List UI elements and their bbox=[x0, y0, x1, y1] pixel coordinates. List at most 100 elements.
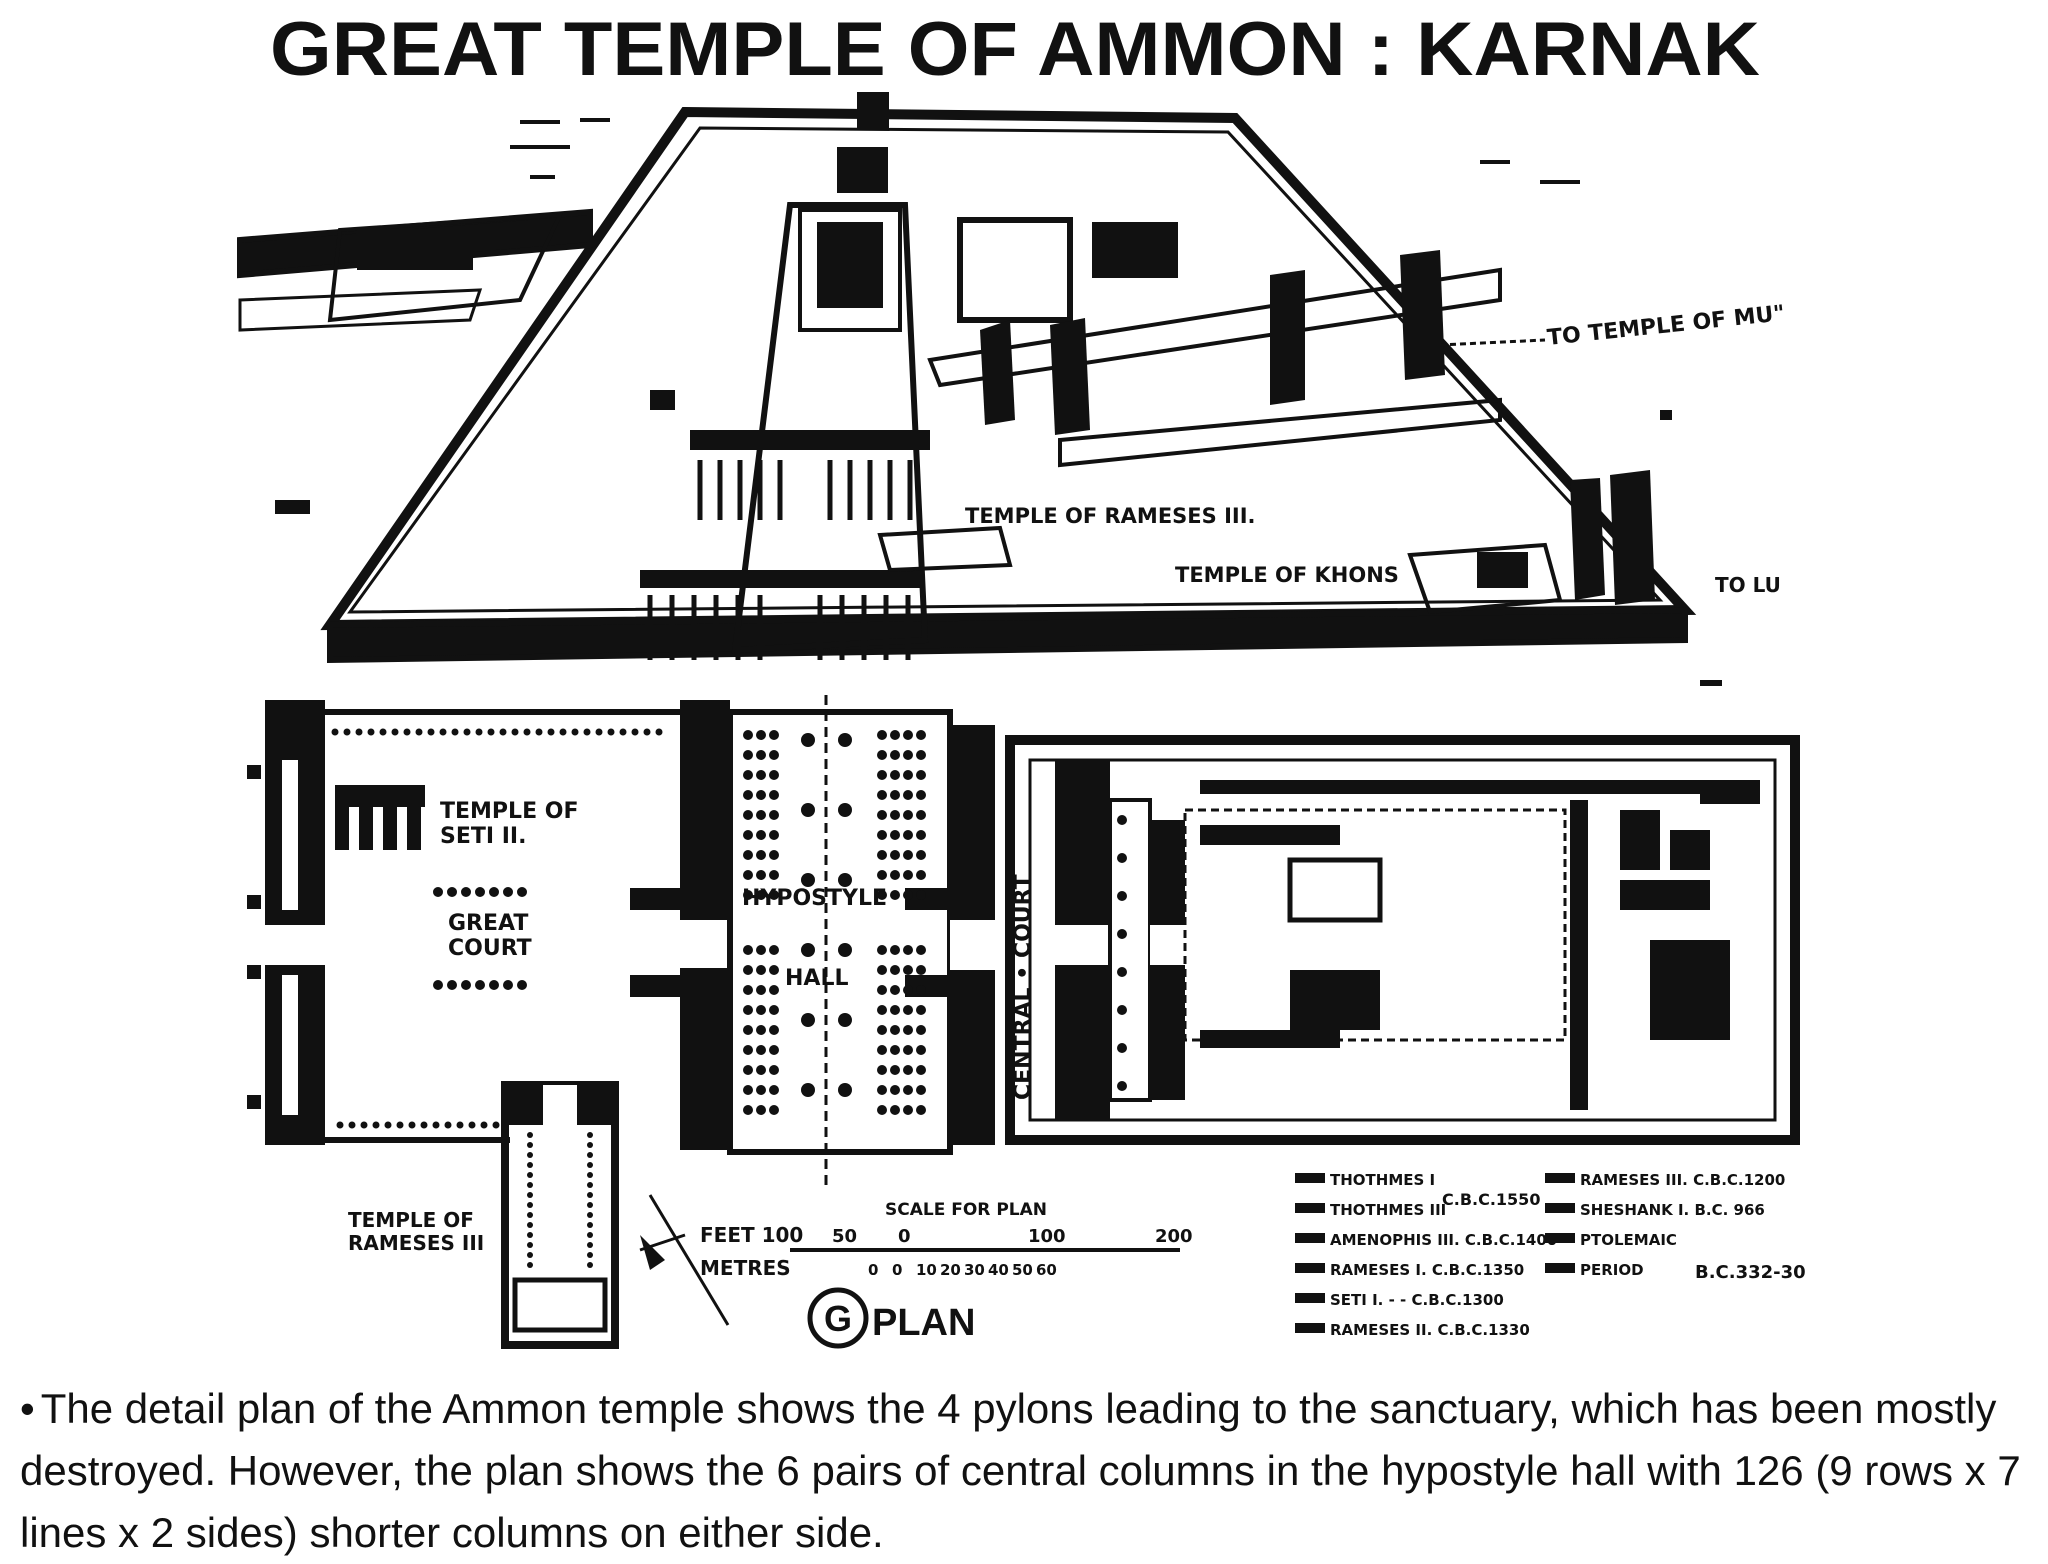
court-colonnade-column bbox=[360, 1121, 368, 1129]
hypostyle-side-column bbox=[877, 1025, 887, 1035]
court-colonnade-column bbox=[331, 728, 339, 736]
legend-swatch bbox=[1545, 1203, 1575, 1213]
central-court-column bbox=[1117, 853, 1127, 863]
central-court-column bbox=[1117, 815, 1127, 825]
hypostyle-side-column bbox=[916, 790, 926, 800]
page-title: GREAT TEMPLE OF AMMON : KARNAK bbox=[270, 7, 1760, 92]
hypostyle-central-column bbox=[838, 1013, 852, 1027]
rameses-temple-column bbox=[527, 1242, 533, 1248]
hypostyle-side-column bbox=[890, 945, 900, 955]
hypostyle-side-column bbox=[769, 985, 779, 995]
court-colonnade-column bbox=[583, 728, 591, 736]
hypostyle-side-column bbox=[769, 830, 779, 840]
legend-label: THOTHMES I bbox=[1330, 1171, 1435, 1189]
court-column bbox=[447, 980, 457, 990]
scale-metre-tick: 0 bbox=[868, 1261, 878, 1279]
rameses-temple-column bbox=[587, 1212, 593, 1218]
hypostyle-side-column bbox=[890, 850, 900, 860]
court-colonnade-column bbox=[480, 1121, 488, 1129]
court-column bbox=[475, 887, 485, 897]
hypostyle-side-column bbox=[743, 750, 753, 760]
scale-metre-tick: 10 bbox=[916, 1261, 937, 1279]
hypostyle-side-column bbox=[743, 1025, 753, 1035]
rameses-temple-column bbox=[587, 1182, 593, 1188]
court-colonnade-column bbox=[343, 728, 351, 736]
hypostyle-side-column bbox=[916, 985, 926, 995]
sanctuary bbox=[1287, 857, 1383, 923]
hypostyle-side-column bbox=[903, 750, 913, 760]
scale-metre-tick: 40 bbox=[988, 1261, 1009, 1279]
label-great-court-2: COURT bbox=[448, 936, 532, 961]
legend-label: THOTHMES III bbox=[1330, 1201, 1446, 1219]
rameses-temple-column bbox=[587, 1262, 593, 1268]
court-colonnade-column bbox=[396, 1121, 404, 1129]
hypostyle-side-column bbox=[769, 730, 779, 740]
rameses-temple-column bbox=[587, 1202, 593, 1208]
court-colonnade-column bbox=[571, 728, 579, 736]
legend-label: RAMESES I. C.B.C.1350 bbox=[1330, 1261, 1524, 1279]
label-temple-of-seti-1: TEMPLE OF bbox=[440, 799, 579, 824]
hypostyle-side-column bbox=[743, 1105, 753, 1115]
rameses-temple-column bbox=[527, 1162, 533, 1168]
court-colonnade-column bbox=[420, 1121, 428, 1129]
hypostyle-side-column bbox=[903, 945, 913, 955]
hypostyle-side-column bbox=[743, 850, 753, 860]
rameses-temple-column bbox=[527, 1152, 533, 1158]
rameses-temple-column bbox=[587, 1252, 593, 1258]
ground-plan bbox=[247, 695, 1800, 1349]
aerial-labels: TO TEMPLE OF MU" TEMPLE OF RAMESES III. … bbox=[965, 301, 1786, 597]
court-colonnade-column bbox=[336, 1121, 344, 1129]
hypostyle-side-column bbox=[916, 1065, 926, 1075]
rameses-temple-column bbox=[527, 1232, 533, 1238]
hypostyle-side-column bbox=[743, 770, 753, 780]
hypostyle-side-column bbox=[756, 1045, 766, 1055]
hypostyle-side-column bbox=[769, 1065, 779, 1075]
hypostyle-side-column bbox=[916, 770, 926, 780]
hypostyle-central-column bbox=[801, 943, 815, 957]
hypostyle-side-column bbox=[743, 1045, 753, 1055]
hypostyle-side-column bbox=[756, 985, 766, 995]
rameses-temple-column bbox=[527, 1222, 533, 1228]
hypostyle-side-column bbox=[903, 730, 913, 740]
hypostyle-side-column bbox=[903, 1105, 913, 1115]
legend-label: RAMESES II. C.B.C.1330 bbox=[1330, 1321, 1530, 1339]
rameses-temple-column bbox=[587, 1132, 593, 1138]
court-colonnade-column bbox=[372, 1121, 380, 1129]
court-column bbox=[503, 980, 513, 990]
hypostyle-central-column bbox=[838, 803, 852, 817]
hypostyle-side-column bbox=[743, 790, 753, 800]
hypostyle-side-column bbox=[890, 1005, 900, 1015]
hypostyle-side-column bbox=[916, 750, 926, 760]
court-column bbox=[503, 887, 513, 897]
court-colonnade-column bbox=[355, 728, 363, 736]
rameses-temple-column bbox=[587, 1142, 593, 1148]
hypostyle-side-column bbox=[890, 890, 900, 900]
court-colonnade-column bbox=[595, 728, 603, 736]
rameses-temple-column bbox=[527, 1202, 533, 1208]
legend-swatch bbox=[1295, 1263, 1325, 1273]
legend-label: SETI I. - - C.B.C.1300 bbox=[1330, 1291, 1504, 1309]
rameses-temple-column bbox=[527, 1192, 533, 1198]
scale-metre-tick: 50 bbox=[1012, 1261, 1033, 1279]
hypostyle-side-column bbox=[743, 810, 753, 820]
hypostyle-side-column bbox=[877, 850, 887, 860]
hypostyle-side-column bbox=[890, 1085, 900, 1095]
hypostyle-side-column bbox=[743, 985, 753, 995]
compass bbox=[639, 1194, 730, 1326]
hypostyle-side-column bbox=[903, 1025, 913, 1035]
hypostyle-side-column bbox=[890, 790, 900, 800]
legend-swatch bbox=[1295, 1323, 1325, 1333]
hypostyle-side-column bbox=[916, 850, 926, 860]
hypostyle-side-column bbox=[877, 1065, 887, 1075]
aerial-view bbox=[237, 92, 1722, 686]
rameses-temple-column bbox=[527, 1142, 533, 1148]
hypostyle-side-column bbox=[743, 1005, 753, 1015]
rameses-temple-column bbox=[527, 1172, 533, 1178]
label-to-temple-of-mut: TO TEMPLE OF MU" bbox=[1546, 301, 1786, 351]
central-court-column bbox=[1117, 1005, 1127, 1015]
hypostyle-side-column bbox=[916, 1085, 926, 1095]
label-temple-of-seti-2: SETI II. bbox=[440, 824, 526, 849]
hypostyle-side-column bbox=[769, 1085, 779, 1095]
